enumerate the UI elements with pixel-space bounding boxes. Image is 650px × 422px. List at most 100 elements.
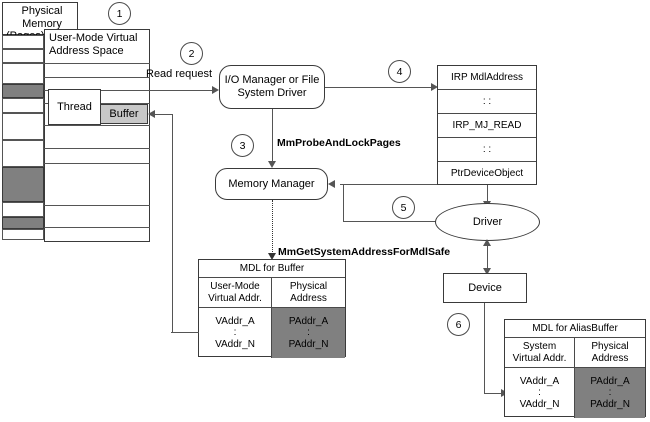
mdl-buffer-virtual-addresses: VAddr_A : VAddr_N — [199, 308, 272, 358]
io-manager-node — [219, 65, 325, 109]
read-request-arrowhead — [212, 85, 219, 94]
memory-page — [2, 63, 44, 84]
paddr-last: PAddr_N — [590, 398, 630, 410]
get-system-address-label: MmGetSystemAddressForMdlSafe — [278, 245, 451, 258]
user-mode-header-line2: Address Space — [49, 44, 124, 57]
io-manager-label-line1: I/O Manager or File — [224, 74, 320, 87]
irp-cell: PtrDeviceObject — [450, 168, 524, 180]
irp-row: IRP MdlAddress — [438, 66, 536, 90]
mdl-buffer-physical-addresses: PAddr_A : PAddr_N — [272, 308, 345, 358]
io-manager-to-memory-manager-arrowhead — [267, 161, 276, 168]
user-mode-divider — [44, 125, 150, 126]
mdl-alias-col2-header: Physical Address — [575, 338, 645, 367]
thread-block — [48, 89, 101, 125]
irp-row: PtrDeviceObject — [438, 162, 536, 186]
mdl-buffer-title-row: MDL for Buffer — [199, 260, 345, 278]
io-manager-label-line2: System Driver — [237, 87, 307, 99]
irp-row: : : — [438, 90, 536, 114]
memory-page — [2, 113, 44, 140]
vaddr-first: VAddr_A — [519, 375, 560, 387]
col2-header-line1: Physical — [289, 281, 328, 292]
step-marker-2: 2 — [180, 42, 203, 65]
memory-manager-node — [215, 168, 328, 200]
mdl-buffer-data-row: VAddr_A : VAddr_N PAddr_A : PAddr_N — [199, 308, 345, 358]
irp-table: IRP MdlAddress : : IRP_MJ_READ : : PtrDe… — [437, 65, 537, 185]
vaddr-ellipsis: : — [233, 327, 237, 339]
vaddr-last: VAddr_N — [215, 338, 255, 350]
memory-manager-to-mdl-dotted-line — [272, 200, 273, 256]
device-node — [443, 273, 527, 303]
driver-to-memory-manager-vertical — [343, 184, 344, 222]
col1-header-line1: System — [522, 341, 557, 352]
memory-manager-inbound-arrowhead — [328, 179, 335, 188]
irp-cell: IRP MdlAddress — [450, 71, 524, 83]
read-request-label: Read request — [146, 67, 213, 80]
col1-header-line1: User-Mode — [210, 281, 260, 292]
paddr-first: PAddr_A — [288, 315, 329, 327]
physical-memory-title-line1: Physical Memory — [21, 5, 63, 30]
paddr-ellipsis: : — [307, 327, 310, 339]
paddr-first: PAddr_A — [590, 375, 630, 387]
user-mode-divider — [44, 63, 150, 64]
driver-label: Driver — [472, 215, 503, 228]
step-number: 3 — [239, 139, 246, 152]
step-marker-4: 4 — [388, 60, 411, 83]
driver-to-memory-manager-lower — [343, 221, 466, 222]
col1-header-line2: Virtual Addr. — [208, 292, 262, 304]
step-number: 6 — [455, 318, 462, 331]
irp-cell-ellipsis: : : — [482, 95, 492, 107]
mdl-to-buffer-arrowhead — [148, 109, 155, 118]
user-mode-divider — [44, 205, 150, 206]
io-manager-label: I/O Manager or File System Driver — [219, 65, 325, 109]
mdl-buffer-col2-header: Physical Address — [272, 278, 345, 307]
memory-page — [2, 98, 44, 113]
memory-page-shaded — [2, 167, 44, 202]
irp-to-driver-line — [487, 185, 488, 205]
buffer-block — [100, 104, 148, 124]
device-to-alias-horizontal — [484, 393, 504, 394]
read-request-line — [150, 90, 214, 91]
col2-header-line2: Address — [591, 352, 629, 364]
memory-page-shaded — [2, 217, 44, 229]
mdl-alias-title: MDL for AliasBuffer — [532, 322, 618, 334]
user-mode-divider — [44, 77, 150, 78]
vaddr-last: VAddr_N — [519, 398, 560, 410]
user-mode-divider — [44, 163, 150, 164]
vaddr-first: VAddr_A — [215, 315, 255, 327]
step-marker-1: 1 — [108, 2, 131, 25]
mdl-buffer-header-row: User-Mode Virtual Addr. Physical Address — [199, 278, 345, 308]
mdl-alias-virtual-addresses: VAddr_A : VAddr_N — [505, 368, 575, 418]
thread-label: Thread — [57, 100, 92, 113]
step-marker-3: 3 — [231, 134, 254, 157]
mdl-alias-title-row: MDL for AliasBuffer — [505, 320, 645, 338]
vaddr-ellipsis: : — [538, 387, 541, 399]
step-number: 5 — [400, 201, 407, 214]
mdl-to-buffer-horizontal-upper — [154, 114, 173, 115]
col1-header-line2: Virtual Addr. — [512, 352, 567, 364]
io-manager-to-irp-arrowhead — [431, 82, 438, 91]
irp-row: : : — [438, 138, 536, 162]
memory-page — [2, 35, 44, 49]
memory-page — [2, 229, 44, 240]
step-number: 2 — [188, 47, 195, 60]
step-marker-6: 6 — [447, 313, 470, 336]
io-manager-to-memory-manager-line — [272, 109, 273, 165]
driver-to-memory-manager-horizontal — [340, 184, 444, 185]
col2-header-line1: Physical — [591, 341, 629, 352]
device-label: Device — [468, 281, 502, 294]
mdl-alias-header-row: System Virtual Addr. Physical Address — [505, 338, 645, 368]
mdl-alias-physical-addresses: PAddr_A : PAddr_N — [575, 368, 645, 418]
user-mode-header-line1: User-Mode Virtual — [49, 32, 138, 44]
paddr-ellipsis: : — [608, 387, 612, 399]
step-number: 4 — [396, 65, 403, 78]
col2-header-line2: Address — [290, 292, 327, 304]
user-mode-address-space — [44, 29, 150, 242]
memory-page — [2, 202, 44, 217]
step-marker-5: 5 — [392, 196, 415, 219]
mdl-to-buffer-vertical — [172, 114, 173, 332]
mdl-alias-table: MDL for AliasBuffer System Virtual Addr.… — [504, 319, 646, 418]
user-mode-divider — [44, 227, 150, 228]
memory-manager-label: Memory Manager — [228, 177, 315, 190]
mdl-alias-col1-header: System Virtual Addr. — [505, 338, 575, 367]
